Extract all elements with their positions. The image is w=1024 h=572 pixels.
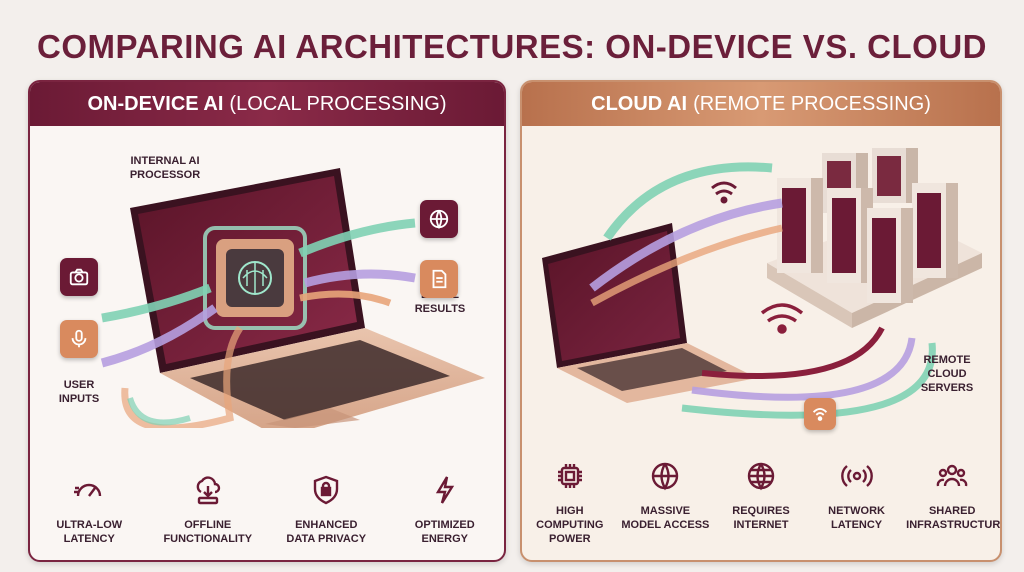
- feature-label: ULTRA-LOW LATENCY: [56, 519, 123, 545]
- wifi-router-icon: [804, 398, 836, 430]
- internal-ai-processor-callout: INTERNAL AI PROCESSOR: [129, 155, 201, 181]
- feature-label: REQUIRES INTERNET: [732, 505, 790, 531]
- feature-ultra-low-latency: ULTRA-LOW LATENCY: [43, 474, 135, 546]
- on-device-header: ON-DEVICE AI (LOCAL PROCESSING): [30, 82, 504, 126]
- feature-offline-functionality: OFFLINE FUNCTIONALITY: [162, 474, 254, 546]
- cloud-download-icon: [196, 476, 220, 505]
- user-inputs-callout: USER INPUTS: [58, 379, 100, 405]
- cloud-illustration: [542, 148, 982, 419]
- feature-requires-internet: REQUIRES INTERNET: [715, 460, 807, 546]
- feature-shared-infrastructure: SHARED INFRASTRUCTURE: [906, 460, 1002, 546]
- feature-label: NETWORK LATENCY: [828, 505, 885, 531]
- remote-cloud-servers-callout: REMOTE CLOUD SERVERS: [920, 354, 974, 394]
- cloud-header-subtitle: (REMOTE PROCESSING): [693, 92, 931, 115]
- page-title: COMPARING AI ARCHITECTURES: ON-DEVICE VS…: [37, 28, 987, 65]
- feature-label: OFFLINE FUNCTIONALITY: [163, 519, 253, 545]
- feature-label: HIGH COMPUTING POWER: [536, 505, 604, 545]
- feature-enhanced-data-privacy: ENHANCED DATA PRIVACY: [280, 474, 372, 546]
- feature-label: ENHANCED DATA PRIVACY: [286, 519, 367, 545]
- globe-grid-icon: [747, 462, 775, 491]
- cloud-features: HIGH COMPUTING POWER MASSIVE MODEL ACCES…: [522, 460, 1000, 546]
- globe-result-icon: [420, 200, 458, 238]
- cloud-panel: CLOUD AI (REMOTE PROCESSING): [520, 80, 1002, 562]
- feature-network-latency: NETWORK LATENCY: [811, 460, 903, 546]
- shield-lock-icon: [314, 475, 339, 505]
- server-rack-group: [777, 148, 958, 303]
- chip-icon: [557, 464, 582, 488]
- wifi-icon-middle: [760, 303, 804, 334]
- camera-icon: [60, 258, 98, 296]
- feature-label: MASSIVE MODEL ACCESS: [621, 505, 710, 531]
- document-result-icon: [420, 260, 458, 298]
- on-device-header-title: ON-DEVICE AI: [87, 92, 224, 115]
- people-icon: [936, 464, 968, 487]
- laptop-illustration: [100, 168, 485, 438]
- globe-icon: [652, 462, 679, 491]
- cloud-scene: REMOTE CLOUD SERVERS: [522, 128, 1000, 430]
- feature-label: SHARED INFRASTRUCTURE: [906, 505, 1002, 531]
- on-device-header-subtitle: (LOCAL PROCESSING): [229, 92, 447, 115]
- microphone-icon: [60, 320, 98, 358]
- speedometer-icon: [74, 483, 102, 497]
- signal-icon: [840, 465, 873, 487]
- feature-high-computing-power: HIGH COMPUTING POWER: [524, 460, 616, 546]
- feature-massive-model-access: MASSIVE MODEL ACCESS: [619, 460, 711, 546]
- feature-optimized-energy: OPTIMIZED ENERGY: [399, 474, 491, 546]
- cloud-header-title: CLOUD AI: [591, 92, 688, 115]
- lightning-icon: [435, 476, 454, 504]
- on-device-scene: INTERNAL AI PROCESSOR USER INPUTS LOCAL …: [30, 128, 504, 438]
- feature-label: OPTIMIZED ENERGY: [414, 519, 475, 545]
- cloud-header: CLOUD AI (REMOTE PROCESSING): [522, 82, 1000, 126]
- on-device-panel: ON-DEVICE AI (LOCAL PROCESSING): [28, 80, 506, 562]
- on-device-features: ULTRA-LOW LATENCY OFFLINE FUNCTIONALITY …: [30, 474, 504, 546]
- wifi-icon-top: [711, 181, 737, 204]
